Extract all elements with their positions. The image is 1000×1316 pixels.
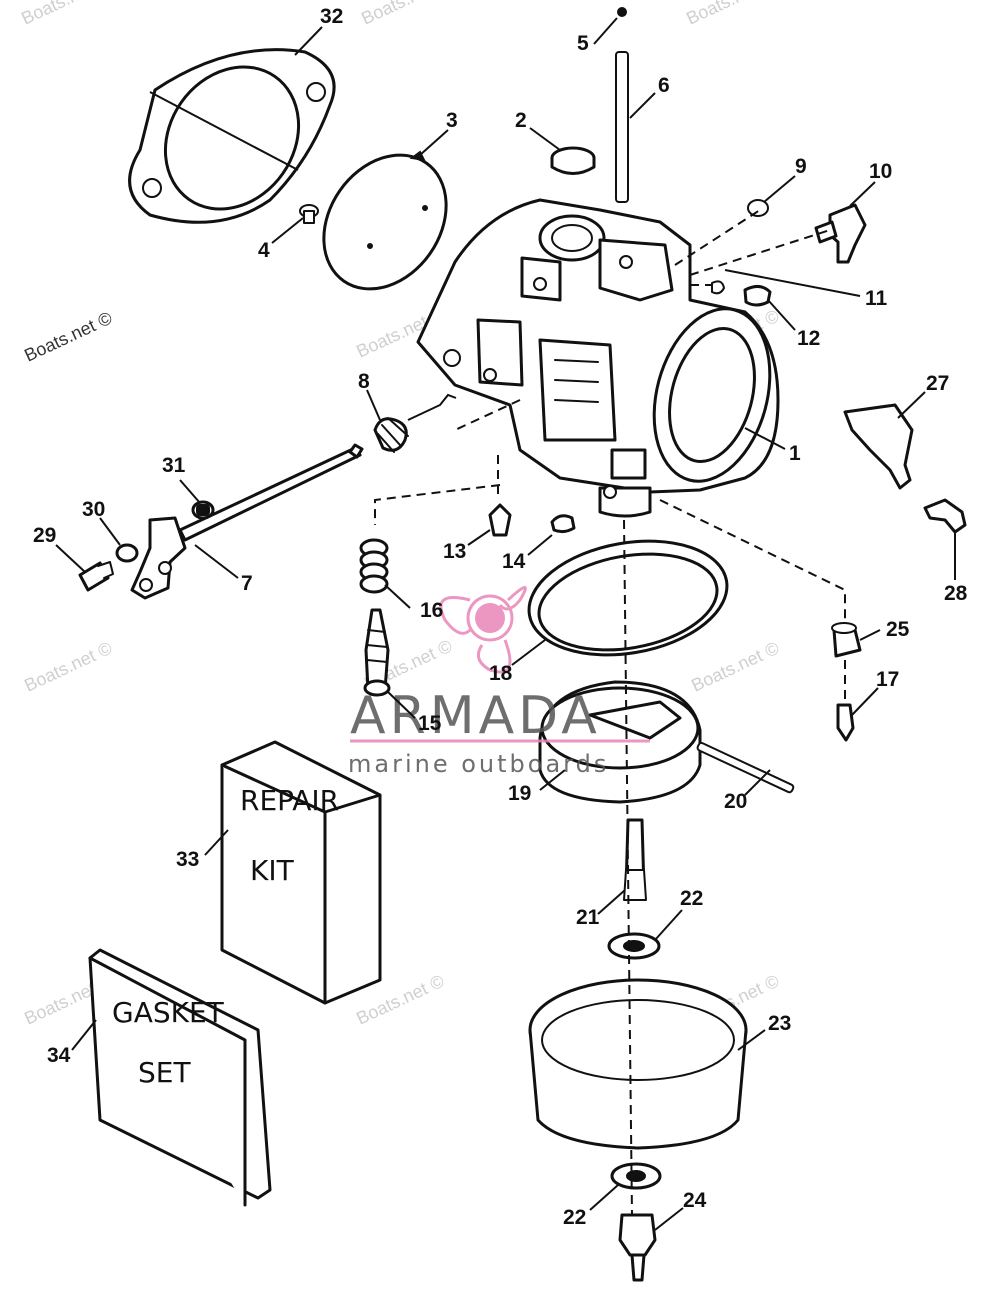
cover-screw-part: [299, 204, 319, 224]
throttle-spring-part: [373, 393, 457, 453]
bowl-gasket-part: [527, 539, 729, 657]
callout-11: 11: [865, 287, 888, 310]
callout-31: 31: [162, 454, 186, 477]
washer-upper-part: [607, 932, 661, 960]
callout-4: 4: [258, 239, 270, 262]
throttle-shaft-part: [130, 443, 364, 600]
armada-watermark: ARMADA marine outboards: [348, 586, 650, 778]
repair-kit-label-line2: KIT: [250, 854, 295, 887]
assembly-lines: [374, 209, 846, 1216]
callout-14: 14: [502, 550, 526, 573]
brand-tagline: marine outboards: [348, 750, 609, 778]
callout-3: 3: [446, 109, 458, 132]
drain-plug-part: [618, 1213, 657, 1282]
callout-18: 18: [489, 662, 513, 685]
welch-plug-part: [550, 146, 596, 175]
callout-30: 30: [82, 498, 105, 521]
callout-33: 33: [176, 848, 199, 871]
cap-pin-part: [615, 7, 629, 203]
watermark-text: Boats.net ©: [688, 638, 782, 696]
callout-21: 21: [576, 906, 600, 929]
washer-lower-part: [610, 1162, 662, 1190]
bracket-bolt-part: [923, 498, 967, 534]
repair-kit-label-line1: REPAIR: [240, 784, 339, 817]
callout-1: 1: [789, 442, 801, 465]
callout-19: 19: [508, 782, 531, 805]
gasket-set-label-line2: SET: [138, 1056, 191, 1089]
inlet-seat-part: [831, 622, 862, 658]
callout-34: 34: [47, 1044, 71, 1067]
callout-9: 9: [795, 155, 807, 178]
gasket-set-label-line1: GASKET: [112, 996, 225, 1029]
callout-22-lower: 22: [563, 1206, 586, 1229]
watermark-text: Boats.net ©: [358, 0, 452, 29]
float-bowl-part: [528, 978, 748, 1150]
callout-10: 10: [869, 160, 892, 183]
callout-20: 20: [724, 790, 747, 813]
lever-screws-parts: [78, 500, 215, 592]
callout-leaders: [55, 17, 956, 1231]
callout-27: 27: [926, 372, 949, 395]
callout-8: 8: [358, 370, 370, 393]
callout-23: 23: [768, 1012, 791, 1035]
callout-12: 12: [797, 327, 820, 350]
callout-6: 6: [658, 74, 670, 97]
flange-gasket-part: [128, 48, 336, 224]
callout-5: 5: [577, 32, 589, 55]
bracket-part: [843, 403, 914, 490]
carburetor-body-part: [416, 198, 780, 518]
idle-spring-part: [359, 538, 389, 594]
callout-29: 29: [33, 524, 56, 547]
callout-24: 24: [683, 1189, 707, 1212]
callout-25: 25: [886, 618, 910, 641]
callout-28: 28: [944, 582, 968, 605]
brand-name: ARMADA: [350, 686, 601, 746]
repair-kit-box: REPAIR KIT: [220, 740, 382, 1005]
callout-13: 13: [443, 540, 466, 563]
callout-32: 32: [320, 5, 343, 28]
callout-7: 7: [241, 572, 253, 595]
main-jet-part: [623, 818, 647, 901]
callout-2: 2: [515, 109, 527, 132]
idle-needle-part: [363, 608, 391, 697]
callout-15: 15: [418, 712, 442, 735]
callout-16: 16: [420, 599, 443, 622]
watermark-text: Boats.net ©: [21, 308, 115, 366]
watermark-text: Boats.net ©: [18, 0, 112, 29]
cover-plate-part: [322, 150, 448, 291]
jets-parts: [488, 503, 576, 537]
watermark-text: Boats.net ©: [683, 0, 777, 29]
watermark-text: Boats.net ©: [21, 638, 115, 696]
callout-numbers: 1 2 3 4 5 6 7 8 9 10 11 12 13 14 15 16 1…: [33, 5, 968, 1229]
inlet-needle-part: [836, 703, 855, 742]
float-pin-part: [696, 741, 795, 794]
callout-22-upper: 22: [680, 887, 703, 910]
callout-17: 17: [876, 668, 899, 691]
gasket-set-box: GASKET SET: [88, 948, 272, 1207]
fittings-parts: [711, 199, 867, 307]
